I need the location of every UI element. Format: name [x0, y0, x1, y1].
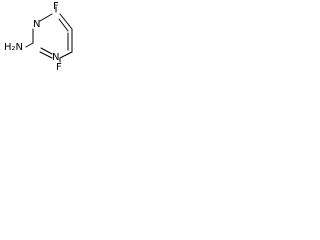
bond-c5-c6 — [59, 13, 73, 30]
bond-n3-c4 — [59, 51, 73, 59]
nitrogen-upper-label: N — [33, 19, 40, 30]
molecule-canvas: F N N F H₂N — [0, 0, 89, 71]
fluorine-top-label: F — [53, 1, 59, 12]
pyrimidine-structure: F N N F H₂N — [4, 1, 73, 71]
bond-c2-n3-double — [40, 47, 53, 55]
bond-c6-n1 — [39, 13, 53, 22]
bond-c5-c6-double — [58, 18, 69, 32]
bond-c2-amine — [25, 42, 34, 48]
fluorine-bottom-label: F — [56, 62, 62, 71]
nitrogen-lower-label: N — [52, 52, 59, 63]
bond-c2-n3 — [39, 51, 53, 59]
amine-label: H₂N — [4, 42, 23, 53]
